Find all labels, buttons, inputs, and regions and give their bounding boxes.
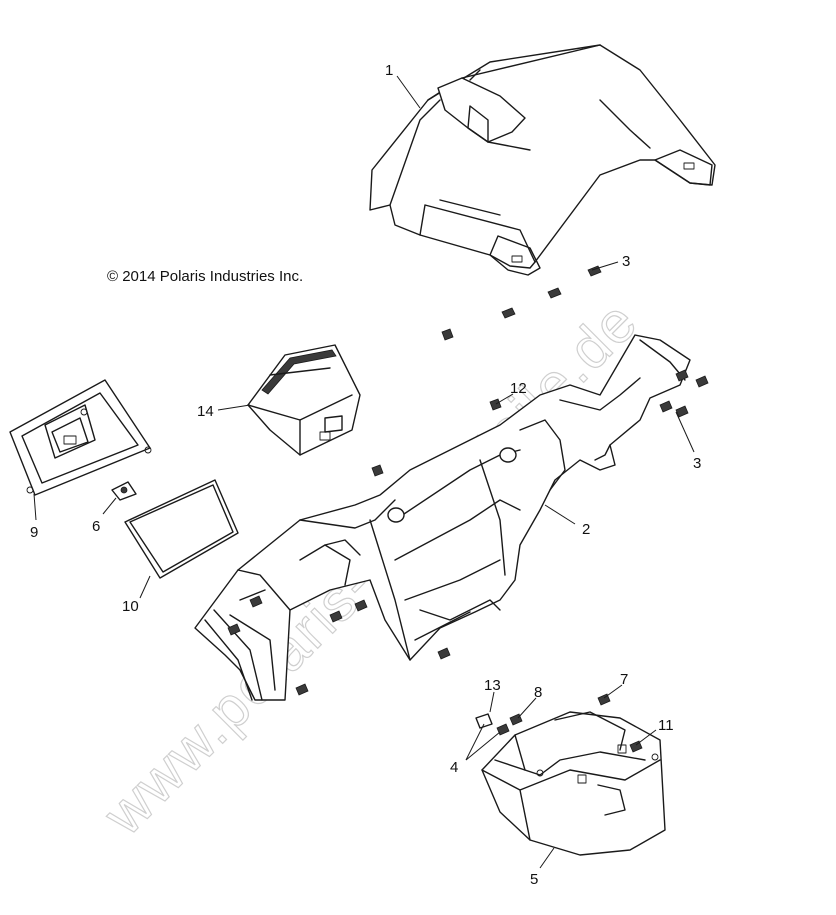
callout-8: 8 xyxy=(534,684,542,701)
part-2-main-dash-body xyxy=(194,334,691,701)
part-5-lower-box xyxy=(481,711,666,856)
callout-10: 10 xyxy=(122,598,139,615)
part-14-storage-box xyxy=(247,344,361,456)
part-9-bezel-panel xyxy=(9,379,152,496)
callout-9: 9 xyxy=(30,524,38,541)
fasteners xyxy=(227,265,709,753)
callout-13: 13 xyxy=(484,677,501,694)
callout-11: 11 xyxy=(658,717,674,734)
copyright-notice: © 2014 Polaris Industries Inc. xyxy=(107,268,304,285)
leader-lines xyxy=(33,75,695,869)
callout-14: 14 xyxy=(197,403,214,420)
callout-1: 1 xyxy=(385,62,393,79)
part-10-gasket xyxy=(124,479,239,579)
callout-3a: 3 xyxy=(622,253,630,270)
callout-labels: 1 2 3 3 4 5 6 7 8 9 10 11 12 13 14 xyxy=(30,62,701,888)
callout-5: 5 xyxy=(530,871,538,888)
callout-6: 6 xyxy=(92,518,100,535)
callout-3b: 3 xyxy=(693,455,701,472)
callout-4: 4 xyxy=(450,759,458,776)
callout-2: 2 xyxy=(582,521,590,538)
callout-12: 12 xyxy=(510,380,527,397)
part-6-clip xyxy=(111,481,137,501)
part-1-upper-dash-cover xyxy=(369,44,716,276)
callout-7: 7 xyxy=(620,671,628,688)
